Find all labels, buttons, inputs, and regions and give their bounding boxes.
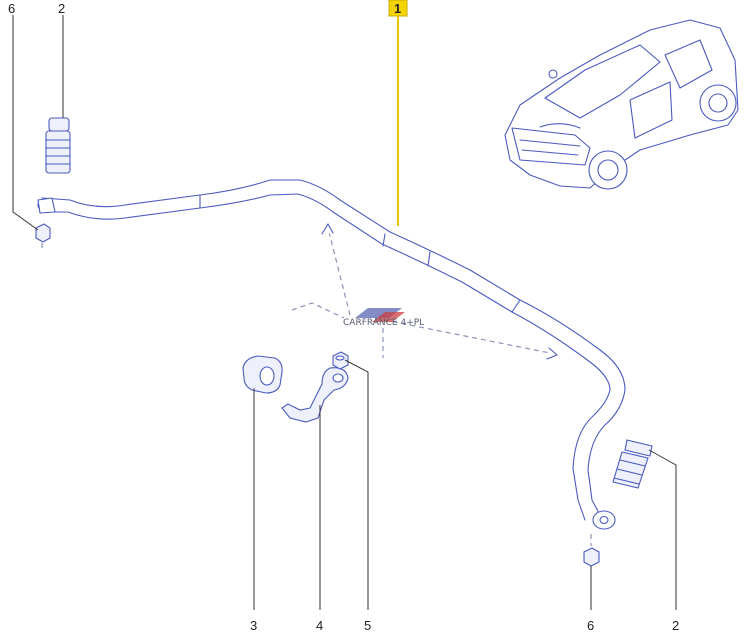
- callout-6-left: 6: [8, 1, 15, 16]
- assembly-lines: [291, 223, 558, 360]
- callout-1: 1: [394, 1, 401, 16]
- nut-center: [332, 351, 349, 370]
- callout-3: 3: [250, 618, 257, 633]
- watermark-text: CARFRANCE 4+PL: [343, 318, 424, 328]
- car-icon: [504, 19, 739, 190]
- stabilizer-bar: [37, 179, 626, 530]
- callout-4: 4: [316, 618, 323, 633]
- callout-5: 5: [364, 618, 371, 633]
- callout-2-right: 2: [672, 618, 679, 633]
- nut-left: [35, 223, 51, 252]
- link-rod-left: [45, 117, 71, 174]
- callout-1-box: [388, 0, 408, 17]
- link-rod-right: [612, 439, 653, 489]
- watermark: CARFRANCE 4+PL: [343, 308, 424, 328]
- callout-2-left: 2: [58, 1, 65, 16]
- clamp-bracket: [281, 367, 349, 423]
- nut-right: [583, 534, 600, 567]
- callout-6-right: 6: [587, 618, 594, 633]
- bushing: [242, 355, 283, 394]
- leader-lines: [12, 15, 677, 610]
